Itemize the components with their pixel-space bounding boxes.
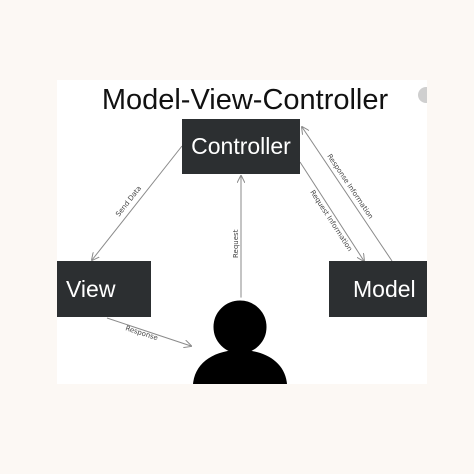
request-information-label: Request Information	[308, 189, 353, 253]
diagram-title: Model-View-Controller	[101, 84, 389, 116]
response-label: Response	[124, 324, 158, 342]
mvc-diagram: Model-View-Controller Send Data Request …	[57, 80, 427, 384]
diagram-arrows: Send Data Request Response Information R…	[57, 80, 393, 384]
user-icon	[193, 297, 287, 384]
corner-badge	[418, 87, 427, 103]
response-arrow	[106, 317, 191, 346]
response-information-arrow	[302, 127, 393, 262]
model-node: Model	[329, 261, 427, 317]
send-data-arrow	[92, 145, 183, 260]
request-label: Request	[232, 229, 240, 258]
request-information-arrow	[299, 161, 364, 261]
controller-node: Controller	[182, 119, 300, 174]
view-node: View	[57, 261, 151, 317]
response-information-label: Response Information	[325, 153, 374, 221]
